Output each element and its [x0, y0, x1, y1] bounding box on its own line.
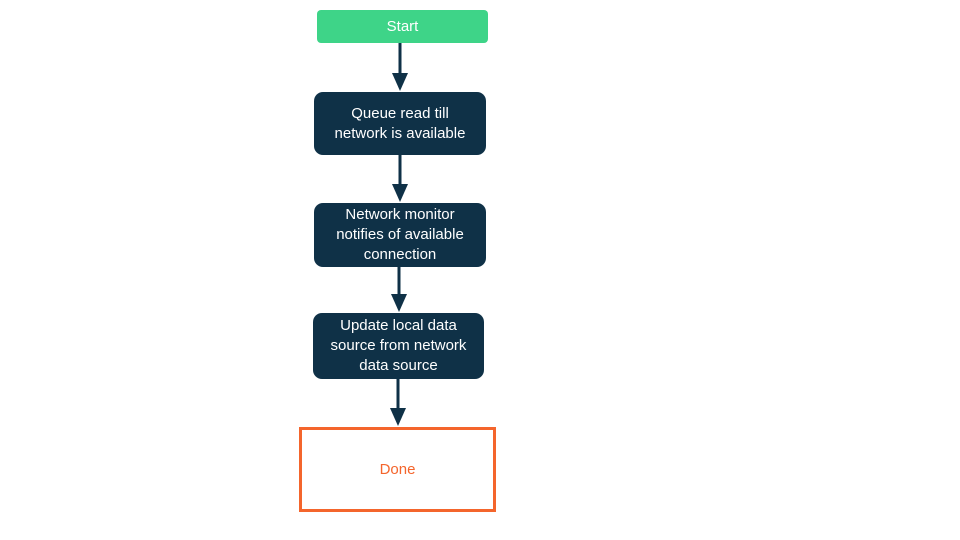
- flow-node-network-monitor-label: Network monitor notifies of available co…: [336, 206, 464, 263]
- flow-node-network-monitor[interactable]: Network monitor notifies of available co…: [314, 203, 486, 267]
- flow-node-queue-read[interactable]: Queue read till network is available: [314, 92, 486, 155]
- flow-edge-network-monitor-to-update-local: [385, 267, 413, 313]
- flow-node-start-label: Start: [386, 17, 419, 35]
- flow-node-done[interactable]: Done: [299, 427, 496, 512]
- flow-node-update-local-label: Update local data source from network da…: [330, 317, 467, 374]
- flow-edge-queue-read-to-network-monitor: [386, 155, 414, 203]
- flow-node-queue-read-label: Queue read till network is available: [334, 104, 466, 142]
- flow-node-start[interactable]: Start: [317, 10, 488, 43]
- flow-edge-update-local-to-done: [384, 379, 412, 427]
- flow-node-done-label: Done: [379, 460, 416, 478]
- flow-node-update-local[interactable]: Update local data source from network da…: [313, 313, 484, 379]
- flow-edge-start-to-queue-read: [386, 43, 414, 92]
